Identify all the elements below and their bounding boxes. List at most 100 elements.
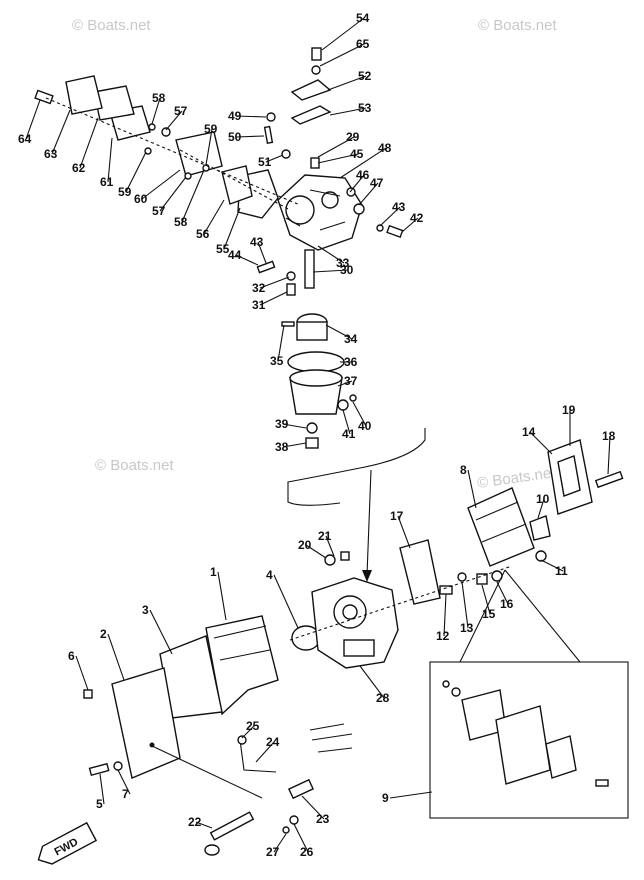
callout-14: 14 <box>522 425 536 439</box>
callout-leader <box>99 773 105 805</box>
callout-leader <box>319 43 365 67</box>
callout-62: 62 <box>72 161 86 175</box>
callout-4: 4 <box>266 568 273 582</box>
callout-leader <box>339 147 387 179</box>
nut-21 <box>340 551 350 561</box>
callout-leader <box>397 515 411 549</box>
callout-leader <box>293 823 309 853</box>
callout-54: 54 <box>356 11 370 25</box>
callout-leader <box>51 109 71 155</box>
callout-44: 44 <box>228 248 242 262</box>
bolt-18 <box>594 470 624 489</box>
callout-leader <box>481 584 491 615</box>
fuel-pump-8 <box>467 487 535 567</box>
callout-leader <box>259 291 288 306</box>
callout-34: 34 <box>344 332 358 346</box>
carb-throat <box>285 195 315 225</box>
spring-43 <box>376 224 384 232</box>
callout-leader <box>329 107 367 116</box>
callout-45: 45 <box>350 147 364 161</box>
callout-leader <box>273 574 299 629</box>
callout-64: 64 <box>18 132 32 146</box>
callout-leader <box>327 75 367 91</box>
screw-20 <box>324 554 336 566</box>
callout-29: 29 <box>346 130 360 144</box>
callout-57: 57 <box>152 204 166 218</box>
callout-61: 61 <box>100 175 114 189</box>
washer-40 <box>349 394 357 402</box>
callout-57: 57 <box>174 104 188 118</box>
callout-leader <box>255 741 275 763</box>
bracket-rail <box>309 723 353 753</box>
callout-12: 12 <box>436 629 450 643</box>
callout-leader <box>107 137 113 183</box>
callout-13: 13 <box>460 621 474 635</box>
screw-57b <box>184 172 192 180</box>
diaphragm-10 <box>529 515 551 541</box>
screw-42 <box>386 224 404 239</box>
callout-leader <box>312 269 349 273</box>
callout-2: 2 <box>100 627 107 641</box>
intake-block-60 <box>175 131 223 177</box>
callout-leader <box>496 581 509 605</box>
pin-50 <box>263 125 274 145</box>
clip-51 <box>281 149 291 159</box>
callout-41: 41 <box>342 427 356 441</box>
callout-11: 11 <box>555 564 568 578</box>
carb-boss <box>321 191 339 209</box>
callout-24: 24 <box>266 735 280 749</box>
callout-10: 10 <box>536 492 550 506</box>
callout-leader <box>305 544 327 559</box>
callout-leader <box>301 795 325 820</box>
callout-9: 9 <box>382 791 389 805</box>
callout-leader <box>181 169 205 223</box>
callout-leader <box>337 380 353 387</box>
callout-leader <box>321 17 365 51</box>
washer-13 <box>457 572 467 582</box>
callout-leader <box>259 276 290 289</box>
callout-leader <box>75 655 89 691</box>
gasket-56 <box>221 165 253 205</box>
callout-43: 43 <box>392 200 406 214</box>
callout-leader <box>607 435 611 475</box>
plate-62 <box>93 85 135 121</box>
callout-leader <box>159 176 187 212</box>
screw-15 <box>476 573 488 585</box>
screw-59 <box>144 147 152 155</box>
reed-kit-9 <box>442 680 609 787</box>
callout-58: 58 <box>152 91 166 105</box>
callout-leader <box>529 431 553 455</box>
gasket-53 <box>290 105 332 125</box>
screw-44 <box>256 260 276 274</box>
rod-22 <box>209 811 255 841</box>
callout-leader <box>125 151 147 193</box>
callout-leader <box>235 115 267 118</box>
arrow-head <box>362 570 372 582</box>
callout-25: 25 <box>246 719 260 733</box>
callout-leader <box>79 117 99 169</box>
top-carburetor-assembly <box>34 47 404 296</box>
washer-65 <box>311 65 321 75</box>
callout-leader <box>379 206 401 227</box>
callout-38: 38 <box>275 440 289 454</box>
callout-49: 49 <box>228 109 242 123</box>
callout-26: 26 <box>300 845 314 859</box>
callout-18: 18 <box>602 429 616 443</box>
callout-31: 31 <box>252 298 266 312</box>
callout-60: 60 <box>134 192 148 206</box>
jet-31 <box>286 283 296 296</box>
callout-leader <box>117 769 131 795</box>
group-bracket <box>287 428 426 506</box>
callout-33: 33 <box>336 256 350 270</box>
fwd-badge: FWD <box>37 821 98 865</box>
callout-59: 59 <box>118 185 132 199</box>
link-24 <box>239 739 277 773</box>
callout-leader <box>540 559 564 572</box>
clip-25 <box>237 735 247 745</box>
callout-47: 47 <box>370 176 384 190</box>
callout-16: 16 <box>500 597 514 611</box>
callout-leader <box>151 97 161 125</box>
callout-leader <box>342 409 351 435</box>
callout-6: 6 <box>68 649 75 663</box>
